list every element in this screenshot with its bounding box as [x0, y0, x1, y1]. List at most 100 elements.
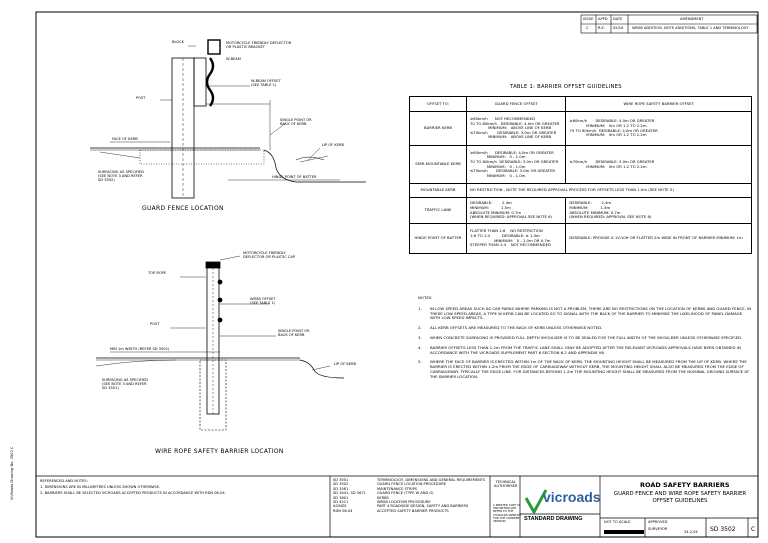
gf-label-block: BLOCK: [172, 40, 185, 44]
approved-label: APPROVED: [648, 520, 668, 524]
gf-label-lip: LIP OF KERB: [322, 143, 344, 147]
wrsb-caption: WIRE ROPE SAFETY BARRIER LOCATION: [155, 448, 284, 455]
note-item: 1.IN LOW SPEED AREAS SUCH AS CAR PARKS W…: [418, 305, 752, 321]
note-text: WHERE THE FACE OF BARRIER IS ERECTED WIT…: [430, 359, 750, 379]
rev-date: 05/16: [613, 26, 624, 30]
table-row-label: TRAFFIC LANE: [409, 197, 467, 224]
note-item: 4.BARRIER OFFSETS LESS THAN 1.2m FROM TH…: [418, 344, 753, 356]
gf-wbeam: [205, 57, 215, 107]
wrsb-label-post: POST: [150, 322, 160, 326]
table-row-label: SEMI-MOUNTABLE KERB: [409, 145, 467, 184]
rev-issue: C: [586, 26, 589, 30]
gf-label-surfacing: SURFACING AS SPECIFIED (SEE NOTE 3 AND R…: [98, 170, 145, 183]
technical-authoriser: TECHNICAL AUTHORISER: [494, 480, 518, 489]
ref-note-2: 2. BARRIERS SHALL BE SELECTED VICROADS A…: [40, 491, 226, 495]
gf-label-post: POST: [136, 96, 146, 100]
std-code: RDN 06-04: [333, 508, 353, 513]
ref-note-1: 1. DIMENSIONS ARE IN MILLIMETRES UNLESS …: [40, 485, 161, 489]
vicroads-brand: vicroads: [543, 489, 601, 505]
title-block-frame: [36, 475, 758, 537]
drawing-main-title: ROAD SAFETY BARRIERS: [640, 481, 730, 489]
gf-label-face-kerb: FACE OF KERB: [112, 137, 138, 141]
standard-row: SD 4211 WRSB LOCATION PROCEDURE: [333, 500, 485, 504]
std-code: SD 3601: [333, 495, 349, 500]
standard-row: SD 3441, SD 3671 GUARD FENCE (TYPE W AND …: [333, 491, 485, 495]
ref-heading: REFERENCED AND NOTES:: [40, 479, 88, 483]
guard-fence-sketch: [90, 39, 366, 199]
wrsb-label-single-point: SINGLE POINT OR BACK OF KERB: [278, 329, 310, 338]
wrsb-post: [206, 263, 220, 415]
note-item: 3.WHEN CONCRETE SURFACING IS PROVIDED FU…: [418, 334, 743, 340]
note-text: WHEN CONCRETE SURFACING IS PROVIDED FULL…: [430, 334, 743, 340]
wrsb-label-surfacing: SURFACING AS SPECIFIED (SEE NOTE 3 AND R…: [102, 378, 149, 391]
notes-block: NOTES: 1.IN LOW SPEED AREAS SUCH AS CAR …: [418, 295, 753, 385]
rev-amend: WRSB ADDITION, NOTE ADDITIONS, TABLE 1 A…: [632, 26, 749, 30]
table-cell: DESIRABLE: 2.4m MINIMUM: 1.5m ABSOLUTE M…: [465, 197, 567, 224]
rev-appd: R.E.: [598, 26, 605, 30]
note-item: 2.ALL KERB OFFSETS ARE MEASURED TO THE B…: [418, 325, 603, 331]
std-desc: GUARD FENCE LOCATION PROCEDURE: [377, 482, 446, 487]
wrsb-sketch: [95, 255, 345, 431]
standard-row: SD 3601 KERBS: [333, 496, 485, 500]
table1-title: TABLE 1: BARRIER OFFSET GUIDELINES: [510, 84, 622, 90]
revision-table-frame: [580, 14, 758, 34]
table-row-label: BARRIER KERB: [409, 111, 467, 146]
std-code: SD 3441, SD 3671: [333, 491, 366, 496]
wrsb-label-top-rope: TOP ROPE: [148, 271, 167, 275]
std-code: SD 3581: [333, 486, 349, 491]
scale-note: NOT TO SCALE: [604, 520, 631, 524]
rev-appd-head: APPD: [598, 17, 608, 21]
std-desc: PART 4 ROADSIDE DESIGN, SAFETY AND BARRI…: [377, 504, 469, 509]
table-cell: NO RESTRICTION - NOTE THE REQUIRED APPRO…: [466, 183, 752, 198]
scale-bar: [604, 530, 644, 534]
note-text: IN LOW SPEED AREAS SUCH AS CAR PARKS WHE…: [430, 305, 752, 321]
note-text: ALL KERB OFFSETS ARE MEASURED TO THE BAC…: [430, 325, 603, 331]
table-header-gf: GUARD FENCE OFFSET: [465, 96, 567, 112]
table-row-label: HINGE POINT OF BATTER: [409, 223, 467, 254]
std-code: SD 4211: [333, 500, 349, 505]
std-desc: KERBS: [377, 495, 389, 500]
gf-caption: GUARD FENCE LOCATION: [142, 205, 224, 212]
issue-letter: C: [751, 526, 756, 533]
wrsb-footing: [199, 359, 227, 431]
notes-heading: NOTES:: [418, 295, 433, 300]
table-row-label: MOUNTABLE KERB: [409, 183, 467, 198]
standard-row: SD 3502 GUARD FENCE LOCATION PROCEDURE: [333, 482, 485, 486]
standard-drawing-label: STANDARD DRAWING: [524, 516, 583, 522]
table-cell: DESIRABLE: 2.4m MINIMUM: 1.5m ABSOLUTE M…: [565, 197, 752, 224]
std-desc: TERMINOLOGY, DIMENSIONS AND GENERAL REQU…: [377, 478, 486, 482]
gf-label-wbeam: W-BEAM: [226, 57, 241, 61]
standard-row: SD 3501 TERMINOLOGY, DIMENSIONS AND GENER…: [333, 478, 485, 482]
std-code: AS/NZS: [333, 504, 347, 509]
approved-value: SURVEYOR: [648, 527, 668, 531]
std-code: SD 3501: [333, 478, 349, 482]
gf-label-single-point: SINGLE POINT OR BACK OF KERB: [280, 118, 312, 127]
std-desc: GUARD FENCE (TYPE W AND G): [377, 491, 434, 496]
wrsb-label-offset: WRSB OFFSET (SEE TABLE 1): [250, 297, 276, 306]
note-item: 5.WHERE THE FACE OF BARRIER IS ERECTED W…: [418, 359, 753, 379]
side-reference: VicRoads Drawing No. 3502 C: [10, 446, 14, 500]
gf-block: [193, 57, 207, 107]
table-cell: FLATTER THAN 1:6 NO RESTRICTION 1:6 TO 1…: [465, 223, 567, 254]
std-desc: WRSB LOCATION PROCEDURE: [377, 500, 431, 505]
table-cell: DESIRABLE: PROVIDE A 1V:10H OR FLATTER 2…: [565, 223, 752, 254]
gf-label-offset: W-BEAM OFFSET (SEE TABLE 1): [251, 79, 281, 88]
table-header-offset: OFFSET TO:: [409, 96, 467, 112]
standards-list: SD 3501 TERMINOLOGY, DIMENSIONS AND GENER…: [333, 478, 485, 513]
rev-date-head: DATE: [613, 17, 623, 21]
table-cell: ≥60km/h DESIRABLE: 4.0m OR GREATER MINIM…: [565, 111, 752, 146]
table-cell: ≥60km/h NOT RECOMMENDED 70 TO 80km/h DES…: [465, 111, 567, 146]
wrsb-label-lip: LIP OF KERB: [334, 362, 356, 366]
table-cell: ≤70km/h DESIRABLE: 3.0m OR GREATER MINIM…: [565, 145, 752, 184]
standard-row: AS/NZS PART 4 ROADSIDE DESIGN, SAFETY AND…: [333, 504, 485, 508]
note-text: BARRIER OFFSETS LESS THAN 1.2m FROM THE …: [430, 344, 741, 355]
table-cell: ≥60km/h DESIRABLE: 4.0m OR GREATER MINIM…: [465, 145, 567, 184]
table-header-wrsb: WIRE ROPE SAFETY BARRIER OFFSET: [565, 96, 752, 112]
approval-date: 24.2.04: [684, 530, 698, 534]
sd-number: SD 3502: [710, 526, 736, 533]
std-code: SD 3502: [333, 482, 349, 487]
rev-amend-head: AMENDMENT: [680, 17, 704, 21]
